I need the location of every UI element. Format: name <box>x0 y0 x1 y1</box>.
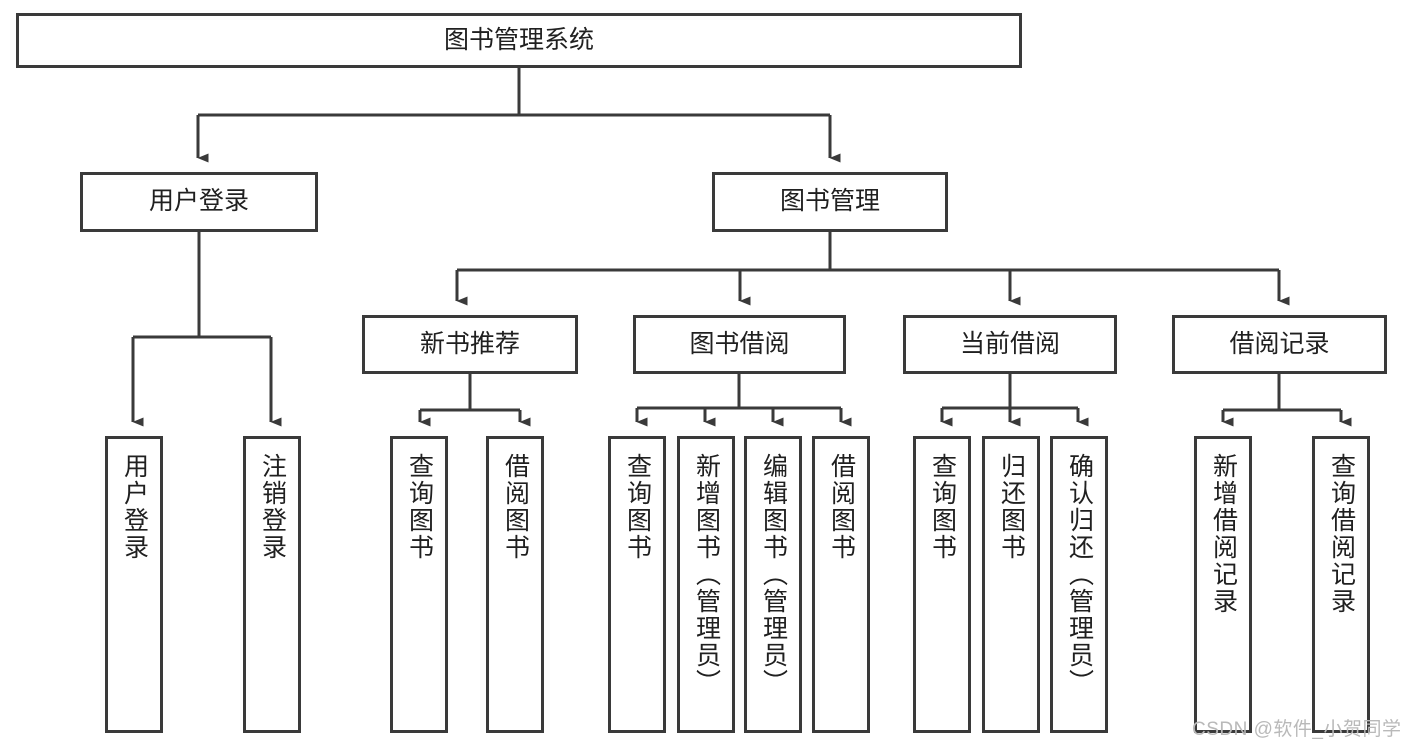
node-new-book-recommend[interactable]: 新书推荐 <box>362 315 578 374</box>
node-book-borrow[interactable]: 图书借阅 <box>633 315 846 374</box>
leaf-user-logout[interactable]: 注销登录 <box>243 436 301 733</box>
node-user-login[interactable]: 用户登录 <box>80 172 318 232</box>
node-label: 新增借阅记录 <box>1209 453 1238 615</box>
node-book-management[interactable]: 图书管理 <box>712 172 948 232</box>
leaf-borrow-edit-book-admin[interactable]: 编辑图书（管理员） <box>744 436 802 733</box>
node-label: 用户登录 <box>148 187 249 216</box>
node-label: 查询借阅记录 <box>1327 453 1356 615</box>
leaf-new-book-query[interactable]: 查询图书 <box>390 436 448 733</box>
node-label: 新增图书（管理员） <box>692 453 721 696</box>
node-label: 图书管理系统 <box>443 25 594 54</box>
leaf-record-query[interactable]: 查询借阅记录 <box>1312 436 1370 733</box>
node-label: 查询图书 <box>928 453 957 561</box>
node-label: 用户登录 <box>120 453 149 561</box>
node-label: 确认归还（管理员） <box>1065 453 1094 696</box>
leaf-current-query-book[interactable]: 查询图书 <box>913 436 971 733</box>
node-label: 查询图书 <box>405 453 434 561</box>
leaf-record-add[interactable]: 新增借阅记录 <box>1194 436 1252 733</box>
node-label: 图书借阅 <box>689 329 790 358</box>
leaf-borrow-add-book-admin[interactable]: 新增图书（管理员） <box>677 436 735 733</box>
node-label: 新书推荐 <box>419 329 520 358</box>
leaf-borrow-query-book[interactable]: 查询图书 <box>608 436 666 733</box>
leaf-current-return-book[interactable]: 归还图书 <box>982 436 1040 733</box>
node-label: 借阅记录 <box>1229 329 1330 358</box>
leaf-current-confirm-return-admin[interactable]: 确认归还（管理员） <box>1050 436 1108 733</box>
node-root-system[interactable]: 图书管理系统 <box>16 13 1022 68</box>
leaf-borrow-borrow-book[interactable]: 借阅图书 <box>812 436 870 733</box>
node-label: 当前借阅 <box>959 329 1060 358</box>
node-label: 借阅图书 <box>827 453 856 561</box>
leaf-user-login[interactable]: 用户登录 <box>105 436 163 733</box>
node-label: 编辑图书（管理员） <box>759 453 788 696</box>
node-label: 查询图书 <box>623 453 652 561</box>
node-borrow-record[interactable]: 借阅记录 <box>1172 315 1387 374</box>
node-label: 归还图书 <box>997 453 1026 561</box>
node-label: 图书管理 <box>779 187 880 216</box>
node-label: 注销登录 <box>258 453 287 561</box>
node-current-borrow[interactable]: 当前借阅 <box>903 315 1117 374</box>
node-label: 借阅图书 <box>501 453 530 561</box>
leaf-new-book-borrow[interactable]: 借阅图书 <box>486 436 544 733</box>
